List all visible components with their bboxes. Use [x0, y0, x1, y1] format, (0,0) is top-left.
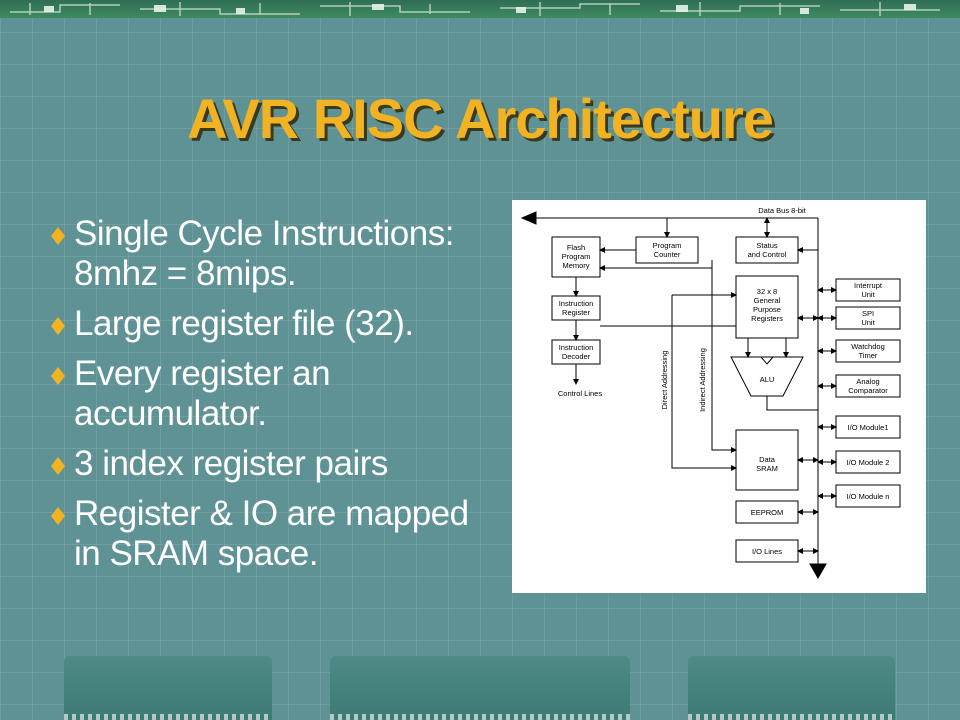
bullet-item: Single Cycle Instructions: 8mhz = 8mips. — [48, 214, 498, 294]
indirect-addressing-label: Indirect Addressing — [698, 348, 707, 412]
id-label-2: Decoder — [562, 352, 591, 361]
ir-label-2: Register — [562, 308, 590, 317]
footer-panel-left — [64, 656, 272, 720]
data-bus-arrow-icon — [520, 211, 537, 225]
status-label-2: and Control — [748, 250, 787, 259]
bullet-item: Large register file (32). — [48, 304, 498, 344]
watchdog-label-2: Timer — [859, 351, 878, 360]
io-lines-label: I/O Lines — [752, 547, 782, 556]
control-lines-label: Control Lines — [558, 389, 602, 398]
flash-label-2: Program — [562, 252, 591, 261]
alu-block — [730, 356, 804, 397]
block-diagram-svg: Data Bus 8-bit Flash Program Memory Prog… — [520, 206, 901, 580]
gpr-label-3: Purpose — [753, 305, 781, 314]
circuit-pattern-icon — [10, 2, 940, 16]
gpr-label-1: 32 x 8 — [757, 287, 777, 296]
footer-panel-right — [688, 656, 895, 720]
ir-label-1: Instruction — [559, 299, 594, 308]
interrupt-label-1: Interrupt — [854, 281, 883, 290]
bullet-item: Every register an accumulator. — [48, 354, 498, 434]
slide-title: AVR RISC Architecture — [187, 87, 774, 150]
avr-block-diagram: Data Bus 8-bit Flash Program Memory Prog… — [512, 200, 926, 593]
sram-label-2: SRAM — [756, 464, 778, 473]
footer-panel-center — [330, 656, 630, 720]
bullet-text: Every register an accumulator. — [74, 354, 331, 433]
bullet-item: Register & IO are mapped in SRAM space. — [48, 494, 498, 574]
flash-label-3: Memory — [562, 261, 589, 270]
flash-label-1: Flash — [567, 243, 585, 252]
pc-label-2: Counter — [654, 250, 681, 259]
pc-label-1: Program — [653, 241, 682, 250]
diamond-icon — [51, 227, 65, 245]
id-label-1: Instruction — [559, 343, 594, 352]
analog-label-2: Comparator — [848, 386, 888, 395]
spi-label-2: Unit — [861, 318, 875, 327]
analog-label-1: Analog — [856, 377, 879, 386]
bus-down-arrow-icon — [809, 563, 827, 580]
status-label-1: Status — [756, 241, 778, 250]
gpr-label-4: Registers — [751, 314, 783, 323]
watchdog-label-1: Watchdog — [851, 342, 885, 351]
alu-label: ALU — [760, 375, 775, 384]
register-file-block — [735, 275, 799, 339]
direct-addressing-label: Direct Addressing — [660, 351, 669, 410]
interrupt-label-2: Unit — [861, 290, 875, 299]
io-modulen-label: I/O Module n — [847, 492, 890, 501]
io-module2-label: I/O Module 2 — [847, 458, 890, 467]
bullet-list: Single Cycle Instructions: 8mhz = 8mips.… — [48, 214, 498, 584]
data-bus-label: Data Bus 8-bit — [758, 206, 806, 215]
bullet-text: Register & IO are mapped in SRAM space. — [74, 494, 469, 573]
bullet-text: Single Cycle Instructions: 8mhz = 8mips. — [74, 214, 454, 293]
diamond-icon — [51, 507, 65, 525]
spi-label-1: SPI — [862, 309, 874, 318]
bullet-item: 3 index register pairs — [48, 444, 498, 484]
diamond-icon — [51, 317, 65, 335]
diamond-icon — [51, 367, 65, 385]
sram-label-1: Data — [759, 455, 776, 464]
gpr-label-2: General — [754, 296, 781, 305]
diamond-icon — [51, 457, 65, 475]
bullet-text: Large register file (32). — [74, 304, 414, 343]
io-module1-label: I/O Module1 — [848, 423, 889, 432]
bullet-text: 3 index register pairs — [74, 444, 388, 483]
circuit-banner — [0, 0, 960, 18]
eeprom-label: EEPROM — [751, 508, 784, 517]
